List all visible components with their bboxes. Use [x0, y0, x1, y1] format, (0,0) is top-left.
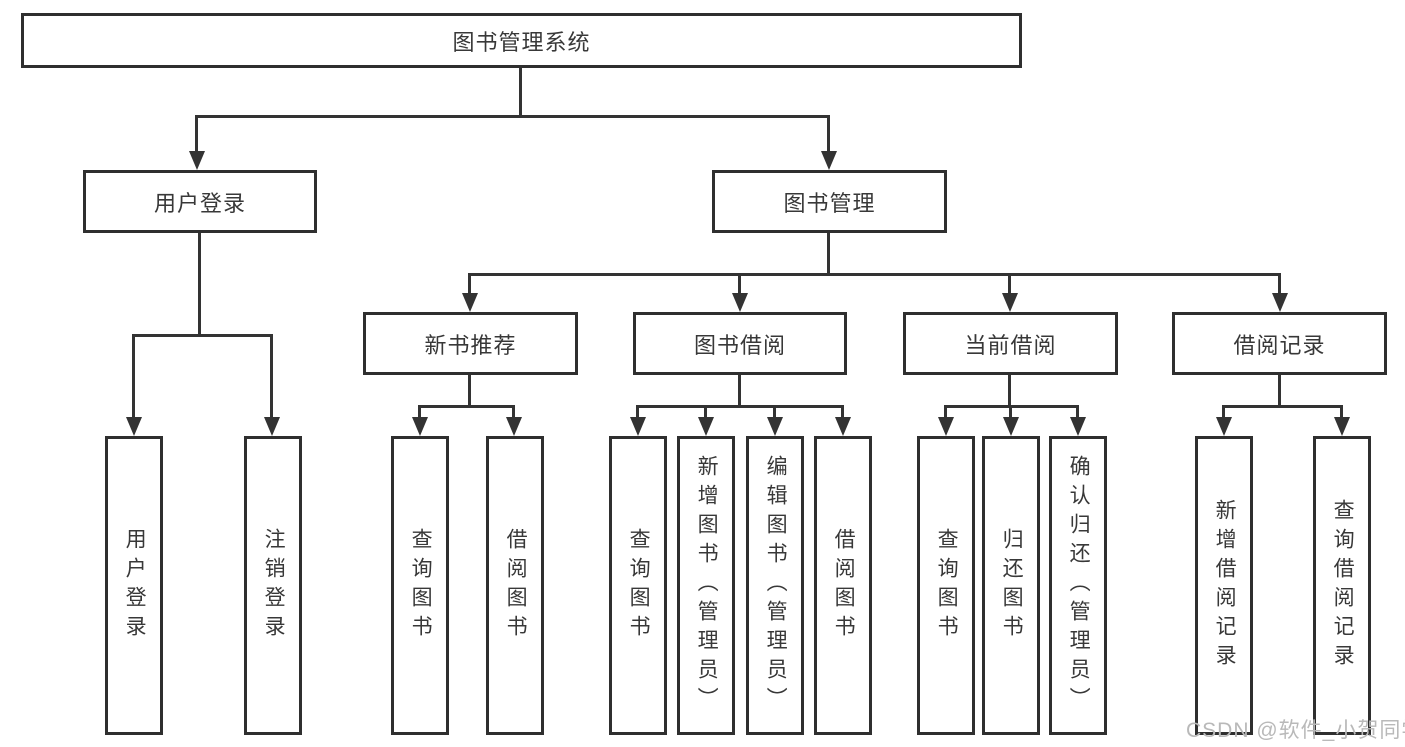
leaf-label: 查询图书	[409, 527, 433, 644]
connector-vline	[1076, 405, 1079, 420]
leaf-label: 查询图书	[627, 527, 651, 644]
connector-vline	[198, 233, 201, 337]
connector-vline	[468, 375, 471, 408]
leaf-label: 借阅图书	[504, 527, 528, 644]
node-label: 新书推荐	[424, 332, 517, 358]
arrow-down-icon	[506, 417, 522, 436]
leaf-edit-books-admin: 编辑图书（管理员）	[746, 436, 804, 735]
leaf-query-books-recommend: 查询图书	[391, 436, 449, 735]
arrow-down-icon	[698, 417, 714, 436]
connector-hline	[468, 273, 1281, 276]
connector-vline	[270, 334, 273, 420]
connector-vline	[944, 405, 947, 420]
leaf-query-books-current: 查询图书	[917, 436, 975, 735]
connector-vline	[1008, 273, 1011, 299]
connector-vline	[773, 405, 776, 420]
connector-vline	[738, 273, 741, 299]
connector-vline	[1278, 375, 1281, 408]
leaf-confirm-return-admin: 确认归还（管理员）	[1049, 436, 1107, 735]
leaf-borrow-books-recommend: 借阅图书	[486, 436, 544, 735]
node-label: 图书管理系统	[452, 29, 591, 55]
connector-vline	[827, 115, 830, 155]
arrow-down-icon	[1216, 417, 1232, 436]
leaf-logout: 注销登录	[244, 436, 302, 735]
connector-hline	[418, 405, 515, 408]
connector-vline	[827, 233, 830, 276]
leaf-label: 查询借阅记录	[1331, 498, 1355, 673]
arrow-down-icon	[767, 417, 783, 436]
connector-vline	[1278, 273, 1281, 299]
connector-hline	[944, 405, 1079, 408]
node-label: 图书管理	[783, 190, 876, 216]
node-new-book-recommendation: 新书推荐	[363, 312, 578, 375]
node-label: 用户登录	[153, 190, 246, 216]
arrow-down-icon	[821, 151, 837, 170]
arrow-down-icon	[1334, 417, 1350, 436]
connector-vline	[636, 405, 639, 420]
leaf-label: 新增借阅记录	[1213, 498, 1237, 673]
leaf-label: 编辑图书（管理员）	[764, 455, 788, 716]
leaf-label: 注销登录	[262, 527, 286, 644]
node-book-borrowing: 图书借阅	[633, 312, 847, 375]
arrow-down-icon	[1272, 293, 1288, 312]
connector-hline	[636, 405, 844, 408]
leaf-borrow-books: 借阅图书	[814, 436, 872, 735]
connector-vline	[841, 405, 844, 420]
leaf-add-books-admin: 新增图书（管理员）	[677, 436, 735, 735]
connector-vline	[738, 375, 741, 408]
node-label: 当前借阅	[964, 332, 1057, 358]
leaf-add-borrow-record: 新增借阅记录	[1195, 436, 1253, 735]
node-label: 借阅记录	[1233, 332, 1326, 358]
connector-vline	[519, 68, 522, 118]
leaf-label: 确认归还（管理员）	[1067, 455, 1091, 716]
csdn-watermark: CSDN @软件_小贺同学	[1186, 719, 1405, 742]
connector-hline	[133, 334, 273, 337]
connector-hline	[196, 115, 830, 118]
arrow-down-icon	[1070, 417, 1086, 436]
arrow-down-icon	[732, 293, 748, 312]
connector-vline	[132, 334, 135, 420]
arrow-down-icon	[835, 417, 851, 436]
connector-vline	[1008, 375, 1011, 408]
node-user-login: 用户登录	[83, 170, 317, 233]
arrow-down-icon	[412, 417, 428, 436]
connector-vline	[1009, 405, 1012, 420]
arrow-down-icon	[462, 293, 478, 312]
connector-vline	[1222, 405, 1225, 420]
arrow-down-icon	[1003, 417, 1019, 436]
node-library-management-system: 图书管理系统	[21, 13, 1022, 68]
leaf-label: 用户登录	[123, 527, 147, 644]
connector-vline	[704, 405, 707, 420]
leaf-user-login: 用户登录	[105, 436, 163, 735]
leaf-label: 新增图书（管理员）	[695, 455, 719, 716]
node-borrowing-records: 借阅记录	[1172, 312, 1387, 375]
leaf-label: 查询图书	[935, 527, 959, 644]
arrow-down-icon	[264, 417, 280, 436]
leaf-query-borrow-record: 查询借阅记录	[1313, 436, 1371, 735]
leaf-return-books: 归还图书	[982, 436, 1040, 735]
node-current-borrowing: 当前借阅	[903, 312, 1118, 375]
arrow-down-icon	[938, 417, 954, 436]
arrow-down-icon	[126, 417, 142, 436]
arrow-down-icon	[189, 151, 205, 170]
node-label: 图书借阅	[693, 332, 786, 358]
leaf-label: 归还图书	[1000, 527, 1024, 644]
connector-vline	[195, 115, 198, 155]
arrow-down-icon	[1002, 293, 1018, 312]
leaf-query-books-borrowing: 查询图书	[609, 436, 667, 735]
connector-vline	[1340, 405, 1343, 420]
connector-vline	[418, 405, 421, 420]
arrow-down-icon	[630, 417, 646, 436]
node-book-management: 图书管理	[712, 170, 947, 233]
connector-vline	[512, 405, 515, 420]
connector-vline	[468, 273, 471, 299]
leaf-label: 借阅图书	[832, 527, 856, 644]
connector-hline	[1222, 405, 1343, 408]
